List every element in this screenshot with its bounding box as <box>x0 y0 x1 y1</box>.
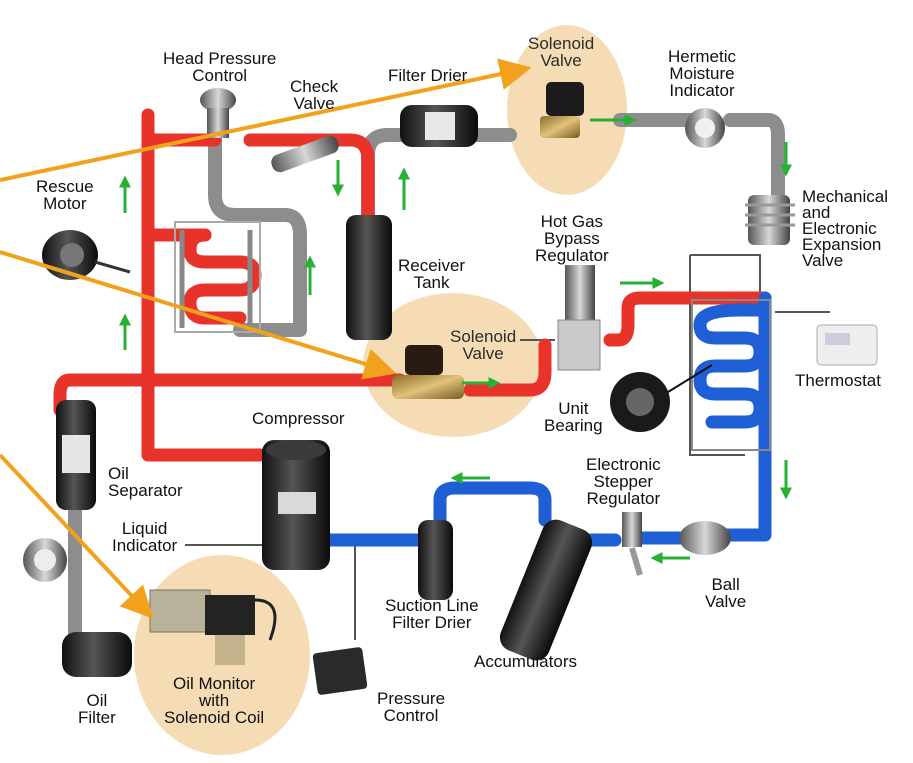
rescue-motor-part <box>42 230 131 280</box>
head-pressure-control-part <box>200 88 236 138</box>
condenser-coil <box>174 221 261 333</box>
unit-bearing-part <box>610 364 713 432</box>
evaporator-coil <box>691 299 771 451</box>
accumulator-part <box>499 519 593 661</box>
solenoid-valve-top-part <box>540 82 584 138</box>
label-thermostat: Thermostat <box>795 371 881 390</box>
pressure-control-part <box>312 647 368 695</box>
oil-monitor-part <box>149 589 277 665</box>
liquid-indicator-part <box>23 538 67 582</box>
arrow-to-mid-solenoid <box>0 250 397 380</box>
ball-valve-part <box>679 521 731 555</box>
hot-lines <box>53 108 772 462</box>
orange-callout-arrows <box>0 58 532 619</box>
oil-separator-part <box>56 400 96 510</box>
label-filter-drier: Filter Drier <box>388 66 468 85</box>
thermostat-part <box>816 324 878 366</box>
filter-drier-part <box>400 105 478 147</box>
receiver-tank-part <box>346 215 392 340</box>
gray-line-head <box>208 113 307 337</box>
electronic-stepper-part <box>622 512 643 576</box>
check-valve-part <box>271 135 339 173</box>
suction-filter-part <box>418 520 453 600</box>
expansion-valve-part <box>745 195 795 245</box>
hermetic-indicator-part <box>685 108 725 148</box>
arrow-to-oil-monitor <box>0 453 154 619</box>
label-compressor: Compressor <box>252 409 345 428</box>
arrow-to-top-solenoid <box>0 58 532 182</box>
compressor-part <box>262 440 330 570</box>
thin-wires <box>185 254 830 640</box>
label-accumulators: Accumulators <box>474 652 577 671</box>
hot-gas-bypass-part <box>557 265 601 371</box>
solenoid-valve-mid-part <box>392 345 464 399</box>
highlight-solenoid-mid <box>363 293 543 437</box>
flow-arrows <box>119 114 792 564</box>
cold-lines <box>323 291 772 547</box>
oil-filter-part <box>62 632 132 677</box>
